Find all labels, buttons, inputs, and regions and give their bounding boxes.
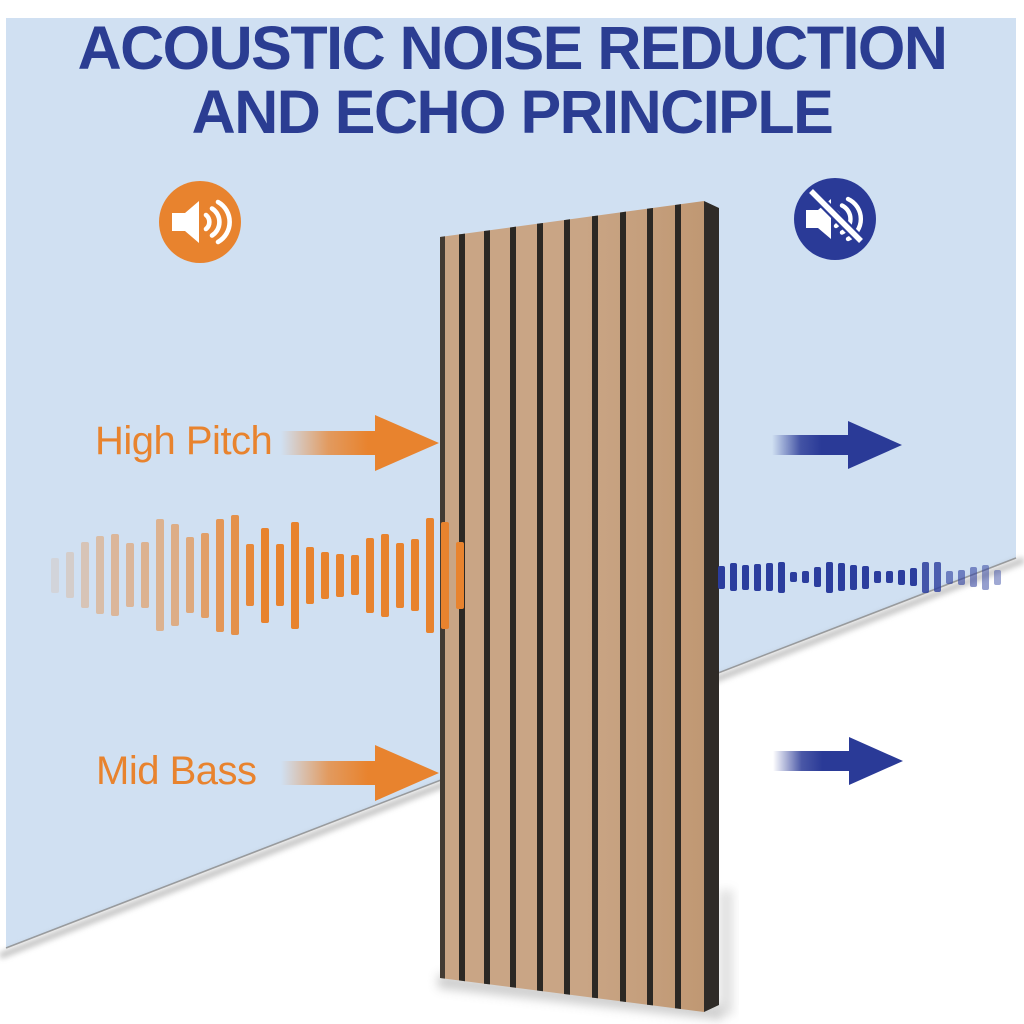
waveform-bar: [66, 552, 74, 598]
waveform-bar: [946, 570, 953, 584]
waveform-bar: [171, 524, 179, 626]
waveform-bar: [336, 553, 344, 597]
waveform-bar: [141, 542, 149, 608]
mid-bass-label: Mid Bass: [96, 749, 257, 793]
waveform-bar: [291, 521, 299, 629]
waveform-bar: [216, 518, 224, 632]
page-title: ACOUSTIC NOISE REDUCTION AND ECHO PRINCI…: [0, 16, 1024, 144]
reduced-sound-arrow-top: [772, 421, 902, 469]
waveform-bar: [982, 564, 989, 590]
speaker-sound-on-icon: [159, 181, 241, 263]
waveform-bar: [838, 563, 845, 591]
reduced-sound-arrow-bottom: [773, 737, 903, 785]
waveform-bar: [351, 555, 359, 595]
waveform-bar: [934, 562, 941, 592]
waveform-bar: [411, 539, 419, 611]
waveform-bar: [156, 519, 164, 631]
waveform-bar: [306, 546, 314, 604]
waveform-bar: [276, 544, 284, 606]
speaker-muted-icon: [794, 178, 876, 260]
waveform-bar: [126, 543, 134, 607]
waveform-bar: [51, 557, 59, 593]
panel-face: [440, 201, 704, 1012]
waveform-bar: [366, 537, 374, 613]
waveform-bar: [441, 521, 449, 629]
waveform-bar: [742, 564, 749, 590]
acoustic-slat-panel: [438, 201, 733, 1020]
waveform-bar: [970, 567, 977, 587]
waveform-bar: [426, 517, 434, 633]
waveform-bar: [396, 542, 404, 608]
waveform-bar: [826, 561, 833, 593]
waveform-bar: [850, 564, 857, 590]
waveform-bar: [730, 563, 737, 591]
waveform-bar: [754, 563, 761, 591]
waveform-bar: [886, 571, 893, 583]
panel-grooves: [459, 204, 681, 1010]
waveform-bar: [862, 565, 869, 589]
waveform-bar: [246, 544, 254, 606]
waveform-bar: [922, 561, 929, 593]
mid-bass-arrow: [281, 745, 439, 801]
waveform-bar: [321, 551, 329, 599]
waveform-bar: [201, 532, 209, 618]
panel-side-shadow: [719, 890, 733, 1015]
title-line-2: AND ECHO PRINCIPLE: [191, 78, 834, 146]
waveform-bar: [186, 537, 194, 613]
waveform-bar: [802, 571, 809, 583]
waveform-bar: [898, 569, 905, 585]
high-pitch-label: High Pitch: [95, 419, 273, 463]
waveform-bar: [231, 515, 239, 635]
waveform-bar: [994, 569, 1001, 585]
waveform-bar: [718, 565, 725, 589]
title-line-1: ACOUSTIC NOISE REDUCTION: [77, 14, 948, 82]
incoming-sound-waveform: [51, 515, 464, 635]
waveform-bar: [778, 561, 785, 593]
waveform-bar: [81, 542, 89, 608]
transmitted-sound-waveform: [718, 561, 1001, 593]
waveform-bar: [814, 567, 821, 587]
waveform-bar: [790, 572, 797, 582]
waveform-bar: [261, 527, 269, 623]
high-pitch-arrow: [281, 415, 439, 471]
panel-side-edge: [704, 201, 719, 1012]
waveform-bar: [456, 541, 464, 609]
waveform-bar: [766, 563, 773, 591]
waveform-bar: [96, 536, 104, 614]
waveform-bar: [958, 569, 965, 585]
waveform-bar: [874, 571, 881, 583]
waveform-bar: [381, 533, 389, 617]
waveform-bar: [910, 568, 917, 586]
waveform-bar: [111, 534, 119, 616]
